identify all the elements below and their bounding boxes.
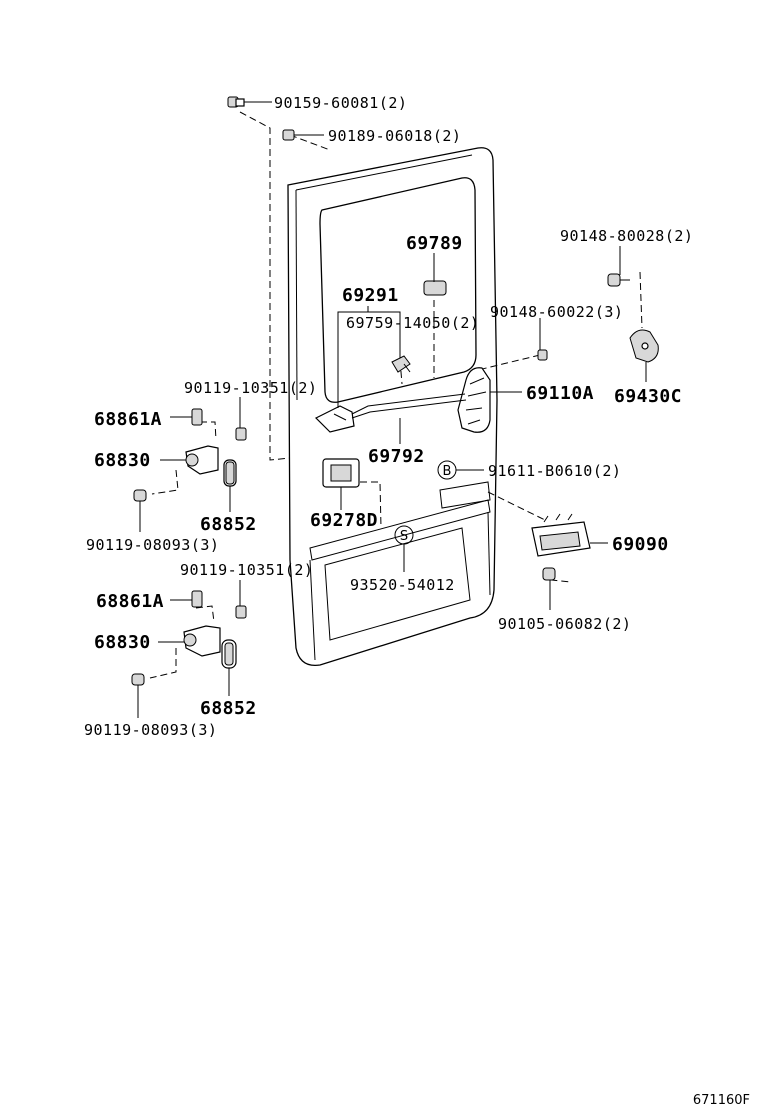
label-93520-54012: 93520-54012	[350, 576, 455, 594]
outside-handle-69090-icon	[531, 513, 591, 557]
label-69278d: 69278D	[310, 510, 378, 531]
label-90119-10351-upper: 90119-10351(2)	[184, 379, 317, 397]
nut-90189-icon	[282, 129, 295, 141]
pad-69789-icon	[423, 280, 447, 296]
spacer-68861a-upper-icon	[191, 408, 203, 426]
hinge-68830-lower-icon	[183, 625, 221, 657]
label-90148-60022: 90148-60022(3)	[490, 303, 623, 321]
bolt-90105-icon	[542, 567, 556, 581]
drawing-code: 671160F	[693, 1093, 750, 1108]
bolt-90119-10351-lower-icon	[235, 605, 247, 619]
label-91611-b0610: 91611-B0610(2)	[488, 462, 621, 480]
label-69792: 69792	[368, 446, 425, 467]
part-labels: 90159-60081(2) 90189-06018(2) 69789 9014…	[84, 94, 750, 1108]
label-69090: 69090	[612, 534, 669, 555]
marker-s: S	[394, 525, 414, 545]
back-door-panel	[287, 147, 498, 667]
screw-90148-80028-icon	[607, 273, 630, 287]
marker-b-label: B	[443, 464, 452, 479]
inside-handle-69291-icon	[314, 405, 355, 433]
label-90148-80028: 90148-80028(2)	[560, 227, 693, 245]
label-68861a-upper: 68861A	[94, 409, 162, 430]
label-69291: 69291	[342, 285, 399, 306]
label-69110a: 69110A	[526, 383, 594, 404]
bolt-90119-08093-lower-icon	[131, 673, 145, 686]
label-90105-06082: 90105-06082(2)	[498, 615, 631, 633]
label-69430c: 69430C	[614, 386, 682, 407]
upper-hinge-group	[133, 408, 247, 502]
control-rod-69792-icon	[351, 393, 467, 419]
clip-69759-icon	[391, 355, 411, 373]
spacer-68861a-lower-icon	[191, 590, 203, 608]
marker-s-label: S	[400, 529, 408, 544]
label-90119-10351-lower: 90119-10351(2)	[180, 561, 313, 579]
label-69759-14050: 69759-14050(2)	[346, 314, 479, 332]
bolt-90119-10351-upper-icon	[235, 427, 247, 441]
label-68852-lower: 68852	[200, 698, 257, 719]
marker-b: B	[437, 460, 457, 480]
label-90119-08093-lower: 90119-08093(3)	[84, 721, 217, 739]
label-69789: 69789	[406, 233, 463, 254]
hinge-68830-upper-icon	[185, 445, 219, 475]
bolt-90119-08093-upper-icon	[133, 489, 147, 502]
bolt-90159-icon	[227, 96, 245, 108]
label-90119-08093-upper: 90119-08093(3)	[86, 536, 219, 554]
screw-90148-60022-icon	[537, 349, 548, 361]
label-68861a-lower: 68861A	[96, 591, 164, 612]
solid-leaders	[137, 101, 647, 718]
lower-hinge-group	[131, 590, 247, 686]
label-90159-60081: 90159-60081(2)	[274, 94, 407, 112]
label-68830-upper: 68830	[94, 450, 151, 471]
label-90189-06018: 90189-06018(2)	[328, 127, 461, 145]
label-68830-lower: 68830	[94, 632, 151, 653]
label-68852-upper: 68852	[200, 514, 257, 535]
lock-assembly-69110a-icon	[457, 367, 491, 433]
bezel-69278d-icon	[322, 458, 360, 488]
striker-69430c-icon	[629, 329, 659, 363]
